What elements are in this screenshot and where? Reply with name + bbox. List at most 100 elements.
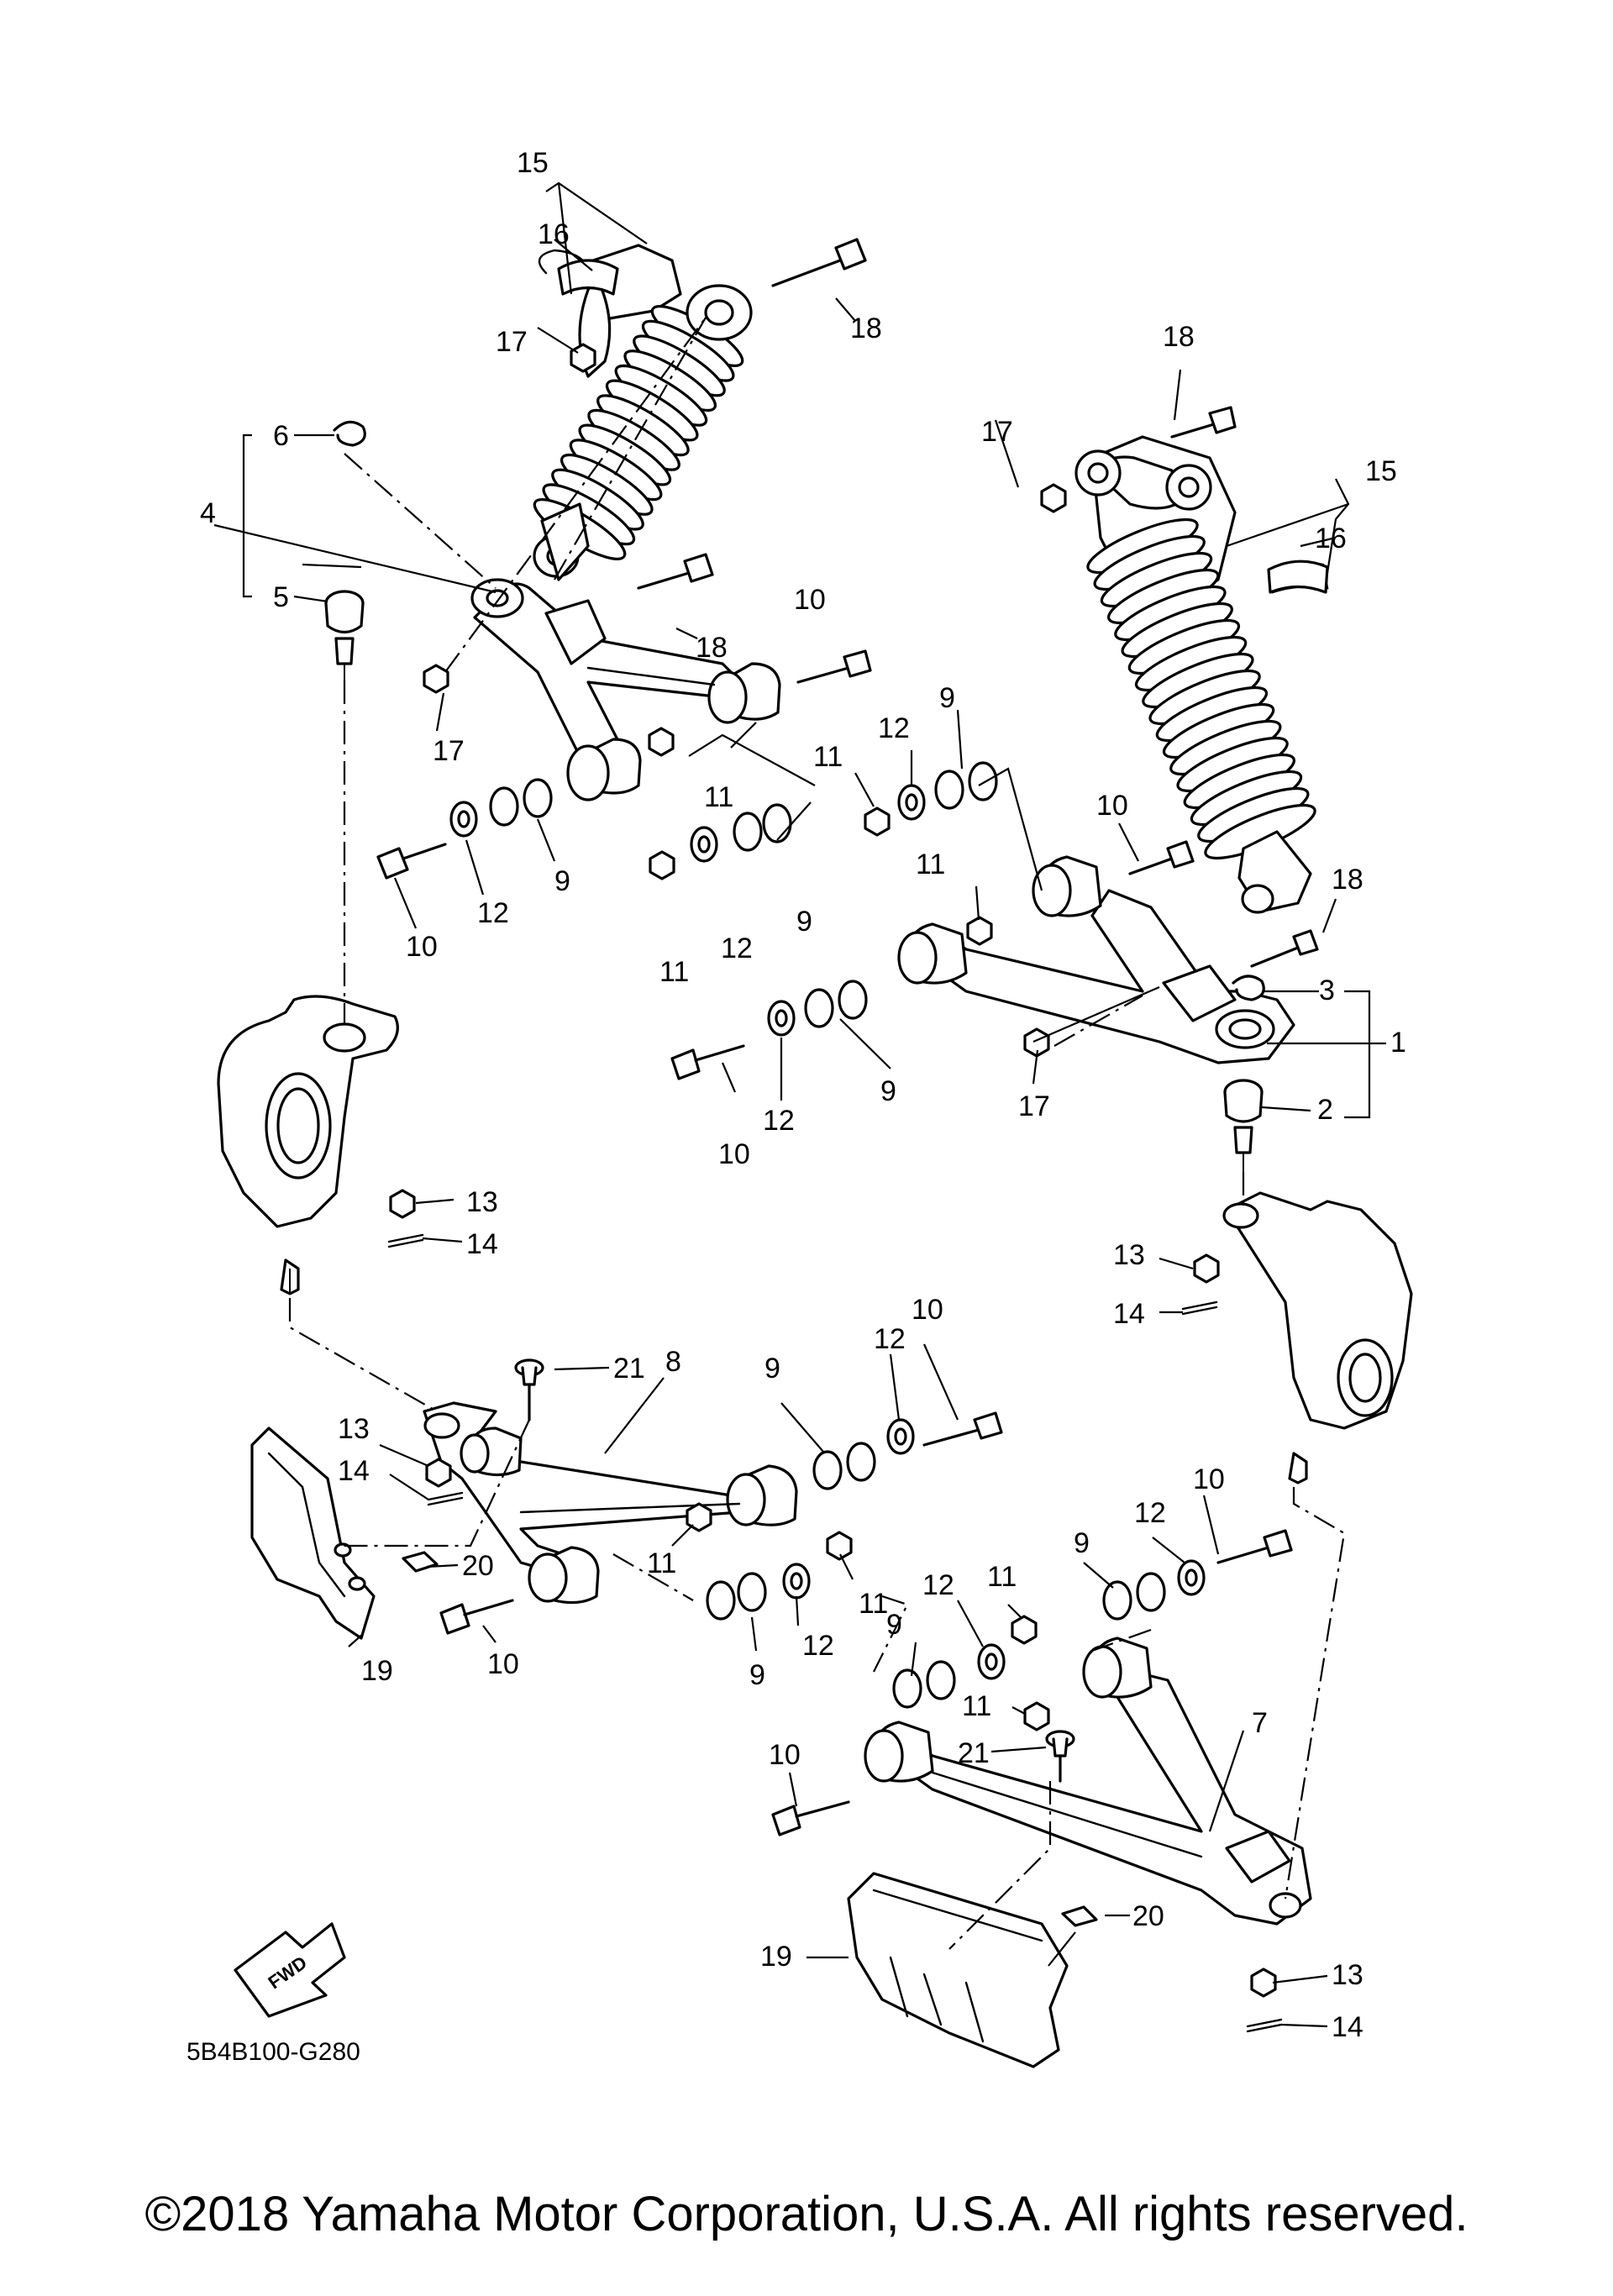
upper-arm-left [470,578,781,801]
shock-absorber-right [1074,435,1329,914]
callout-12: 12 [922,1569,954,1601]
skid-plate-right [847,1872,1069,2068]
callout-10: 10 [406,931,438,963]
bolt-10-e [922,1411,1003,1447]
callout-11: 11 [813,741,843,773]
bolt-21-b [1045,1730,1075,1783]
callout-2: 2 [1317,1094,1333,1126]
callout-9: 9 [880,1075,896,1107]
callout-17: 17 [1018,1090,1050,1122]
collar-16-b [1267,560,1329,594]
ball-joint-5 [324,590,365,682]
callout-12: 12 [878,712,910,744]
nut-11-c [864,806,891,837]
bolt-10-b [376,843,447,880]
callout-10: 10 [718,1138,750,1170]
callout-14: 14 [1332,2011,1363,2043]
callout-12: 12 [802,1630,834,1662]
nut-13-c [425,1458,452,1488]
washer-12-e [886,1418,915,1455]
callout-14: 14 [466,1228,498,1260]
callout-19: 19 [760,1941,792,1973]
bushing-9-e [812,1442,876,1490]
callout-9: 9 [554,865,570,897]
callout-16: 16 [538,218,570,250]
callout-9: 9 [886,1609,902,1641]
callout-21: 21 [958,1737,990,1769]
bushing-9-c [934,761,998,810]
nut-11-e [686,1502,712,1532]
callout-20: 20 [462,1550,494,1582]
bushing-9-h [1102,1572,1166,1621]
callout-15: 15 [1365,455,1397,487]
callout-12: 12 [1134,1497,1166,1529]
shock-absorber-left [533,244,753,581]
bushing-9-d [804,980,868,1028]
callout-11: 11 [704,781,733,813]
leader-lines [213,181,1386,2028]
callout-15: 15 [517,147,549,179]
nut-20-b [1061,1905,1098,1927]
callout-9: 9 [764,1353,780,1384]
assembly-centerlines [288,317,1346,1950]
nut-11-g [1011,1615,1038,1645]
cotter-pin-14-b [1181,1300,1218,1316]
callout-9: 9 [1074,1527,1090,1559]
bolt-18-a [771,238,867,287]
callout-12: 12 [477,897,509,929]
callout-11: 11 [962,1690,991,1722]
callout-10: 10 [912,1294,943,1326]
callout-4: 4 [200,497,216,529]
copyright-notice: ©2018 Yamaha Motor Corporation, U.S.A. A… [144,2187,1469,2241]
callout-11: 11 [647,1547,676,1579]
nut-11-a [648,727,675,757]
callout-11: 11 [916,849,945,880]
callout-18: 18 [1332,864,1363,896]
callout-17: 17 [981,416,1013,448]
forward-arrow: FWD [234,1922,346,2018]
callout-21: 21 [613,1353,645,1384]
callout-3: 3 [1319,975,1335,1006]
callout-18: 18 [1163,321,1195,353]
callout-11: 11 [659,956,689,988]
bolt-18-b [637,553,714,590]
callout-6: 6 [273,420,289,452]
cotter-pin-14-d [1246,2018,1283,2033]
callout-7: 7 [1252,1707,1268,1739]
nut-20-a [402,1551,439,1573]
nut-13-d [1250,1968,1277,1998]
nut-11-h [1023,1701,1050,1731]
callout-10: 10 [794,584,826,616]
steering-knuckle-right [1222,1191,1413,1484]
cotter-pin-14-c [427,1491,464,1506]
callout-10: 10 [769,1739,801,1771]
bolt-10-g [1216,1529,1293,1564]
callout-11: 11 [859,1588,888,1620]
bushing-9-b [733,803,792,852]
callout-12: 12 [721,933,753,964]
bolt-21-a [514,1358,544,1421]
washer-12-d [767,1000,796,1037]
upper-arm-right [897,855,1295,1064]
bushing-9-g [892,1660,956,1709]
nut-11-b [649,850,675,880]
steering-knuckle-left [217,995,399,1295]
bolt-10-d [670,1044,745,1080]
callout-14: 14 [1113,1298,1145,1330]
washer-12-f [782,1563,811,1600]
collar-16-a [557,259,619,296]
callout-10: 10 [1096,790,1128,822]
nut-17-c [1040,483,1067,513]
bolt-10-h [771,1800,850,1836]
callout-12: 12 [763,1105,795,1137]
callout-11: 11 [987,1561,1017,1593]
callout-13: 13 [338,1413,370,1445]
callout-14: 14 [338,1455,370,1487]
callout-13: 13 [466,1186,498,1218]
callout-18: 18 [696,632,728,664]
nut-17-a [570,343,596,373]
washer-12-h [1177,1559,1206,1596]
washer-12-c [897,784,926,821]
bolt-10-c [1128,840,1195,875]
callout-labels: 15 16 18 17 6 4 5 18 17 18 17 15 16 10 9… [200,147,1406,2043]
